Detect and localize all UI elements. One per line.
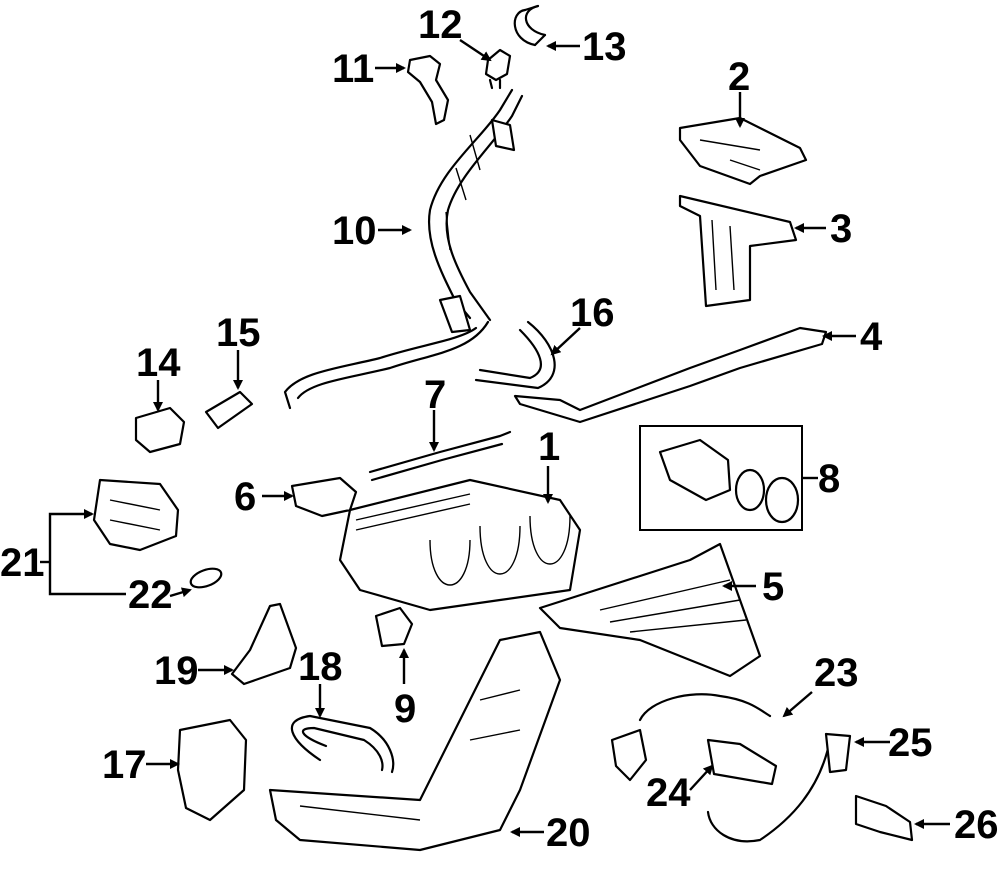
shield-part-5 xyxy=(538,542,762,678)
callout-4: 4 xyxy=(860,315,883,359)
callout-17: 17 xyxy=(102,743,147,787)
hose-part-13 xyxy=(513,4,547,47)
bracket-part-4 xyxy=(513,326,828,424)
valve-part-6 xyxy=(290,476,358,518)
grommet-part-9 xyxy=(374,606,414,648)
canister-part-1 xyxy=(338,478,582,612)
callout-3: 3 xyxy=(830,207,852,251)
valve-part-17 xyxy=(176,718,248,822)
callout-15: 15 xyxy=(216,311,261,355)
callout-24: 24 xyxy=(646,771,691,815)
clamp-part-11 xyxy=(406,54,450,126)
valve-assy-part-21 xyxy=(92,478,180,552)
callout-14: 14 xyxy=(136,341,181,385)
callout-22: 22 xyxy=(128,573,173,617)
bracket-part-2 xyxy=(678,116,808,186)
callout-9: 9 xyxy=(394,687,416,731)
callout-1: 1 xyxy=(538,425,560,469)
hose-part-18 xyxy=(290,714,395,774)
callout-16: 16 xyxy=(570,291,615,335)
callout-26: 26 xyxy=(954,803,999,847)
seal-kit-part-8 xyxy=(639,425,803,531)
callout-13: 13 xyxy=(582,25,627,69)
hose-part-16 xyxy=(474,320,556,390)
rod-part-7 xyxy=(368,430,512,482)
connector-part-12 xyxy=(484,48,512,90)
bracket-part-24 xyxy=(706,738,778,786)
callout-6: 6 xyxy=(234,475,256,519)
sensor-part-26 xyxy=(854,794,914,842)
o2-sensor-part-25 xyxy=(706,732,852,843)
bracket-part-3 xyxy=(678,194,798,308)
shield-part-20 xyxy=(268,630,562,852)
callout-21: 21 xyxy=(0,541,45,585)
callout-11: 11 xyxy=(332,47,374,91)
callout-labels: 1 2 3 4 5 6 7 8 9 10 11 12 13 14 15 16 1… xyxy=(0,3,999,855)
hose-part-15 xyxy=(204,390,254,430)
callout-23: 23 xyxy=(814,651,859,695)
callout-18: 18 xyxy=(298,645,343,689)
callout-12: 12 xyxy=(418,3,463,47)
callout-7: 7 xyxy=(424,373,446,417)
callout-2: 2 xyxy=(728,55,750,99)
callout-19: 19 xyxy=(154,649,199,693)
o2-sensor-part-23 xyxy=(610,693,772,782)
callout-25: 25 xyxy=(888,721,933,765)
fuel-pipe-part-10 xyxy=(283,88,524,410)
leader-lines xyxy=(40,39,950,837)
callout-10: 10 xyxy=(332,209,377,253)
bracket-part-19 xyxy=(230,602,298,686)
sensor-part-14 xyxy=(134,406,186,454)
callout-8: 8 xyxy=(818,457,840,501)
callout-20: 20 xyxy=(546,811,591,855)
callout-5: 5 xyxy=(762,565,784,609)
gasket-part-22 xyxy=(189,567,223,589)
